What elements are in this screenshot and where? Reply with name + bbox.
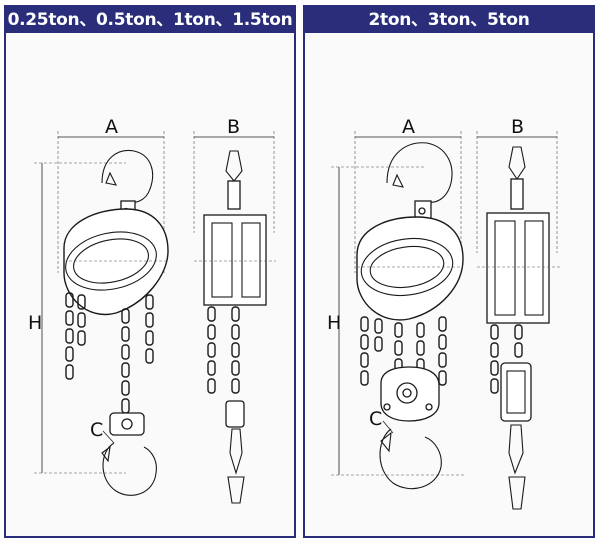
dimension-h: H xyxy=(28,162,126,474)
hoist-panel-large: 2ton、3ton、5ton A B H xyxy=(303,5,595,538)
dimension-label-h: H xyxy=(28,312,42,334)
dimension-label-c: C xyxy=(90,419,103,441)
dimension-label-h: H xyxy=(327,312,341,334)
dimension-label-b: B xyxy=(227,116,240,138)
hoist-front-view: C xyxy=(63,149,169,496)
panel-title: 2ton、3ton、5ton xyxy=(305,7,593,33)
hoist-side-view xyxy=(477,146,561,510)
dimension-label-b: B xyxy=(511,116,524,138)
side-chain xyxy=(490,324,523,394)
dimension-label-c: C xyxy=(369,408,382,430)
load-chain xyxy=(121,294,154,414)
hand-chain-left xyxy=(360,316,383,386)
dimension-h: H xyxy=(327,166,465,476)
dimension-label-a: A xyxy=(105,116,118,138)
dimension-a: A xyxy=(57,116,165,273)
panel-title: 0.25ton、0.5ton、1ton、1.5ton xyxy=(6,7,294,33)
hand-chain-left xyxy=(65,292,86,380)
hoist-side-view xyxy=(194,150,276,504)
dimension-b: B xyxy=(193,116,275,233)
hoist-front-view: C xyxy=(356,142,464,490)
dimension-label-a: A xyxy=(402,116,415,138)
dimension-b: B xyxy=(476,116,558,253)
dimension-a: A xyxy=(354,116,462,273)
hoist-diagram-small: A B H xyxy=(28,116,276,504)
hoist-diagram-large: A B H xyxy=(327,116,561,510)
side-chain xyxy=(207,306,240,394)
hoist-panel-small: 0.25ton、0.5ton、1ton、1.5ton A B H xyxy=(4,5,296,538)
